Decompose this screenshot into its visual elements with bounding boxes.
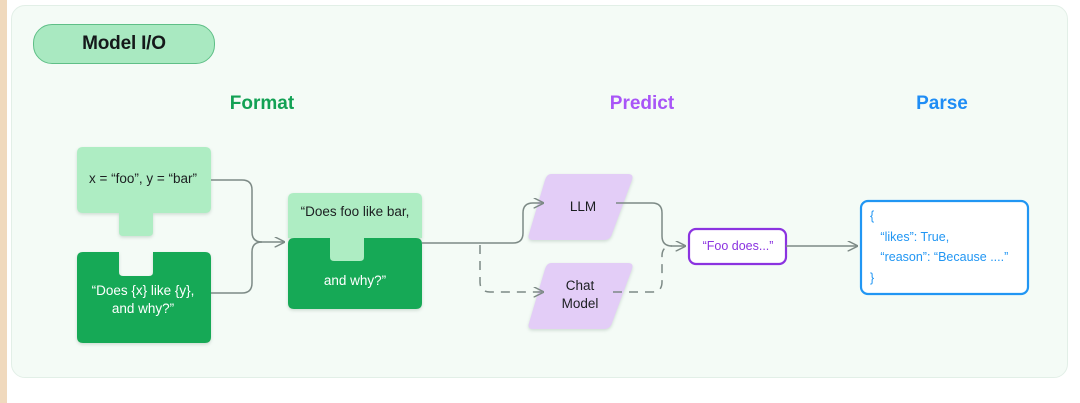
merged-piece-top-label: “Does foo like bar,	[300, 204, 410, 219]
column-header-predict: Predict	[609, 93, 675, 114]
llm-label: LLM	[569, 199, 597, 214]
parsed-output-json: { “likes”: True, “reason”: “Because ....…	[870, 209, 1009, 285]
response-box-label: “Foo does...”	[702, 239, 774, 253]
merged-piece-bottom-label: and why?”	[323, 273, 387, 288]
model-io-diagram-card: Model I/O Format Predict Parse	[11, 5, 1068, 378]
left-edge-strip	[0, 0, 7, 403]
model-io-badge: Model I/O	[33, 24, 215, 64]
model-io-badge-label: Model I/O	[82, 33, 166, 54]
column-header-parse: Parse	[916, 93, 968, 114]
chat-model-label: Chat Model	[561, 278, 599, 312]
variables-piece-label: x = “foo”, y = “bar”	[88, 171, 198, 186]
column-header-format: Format	[229, 93, 295, 114]
prompt-template-piece-label: “Does {x} like {y}, and why?”	[91, 283, 195, 317]
